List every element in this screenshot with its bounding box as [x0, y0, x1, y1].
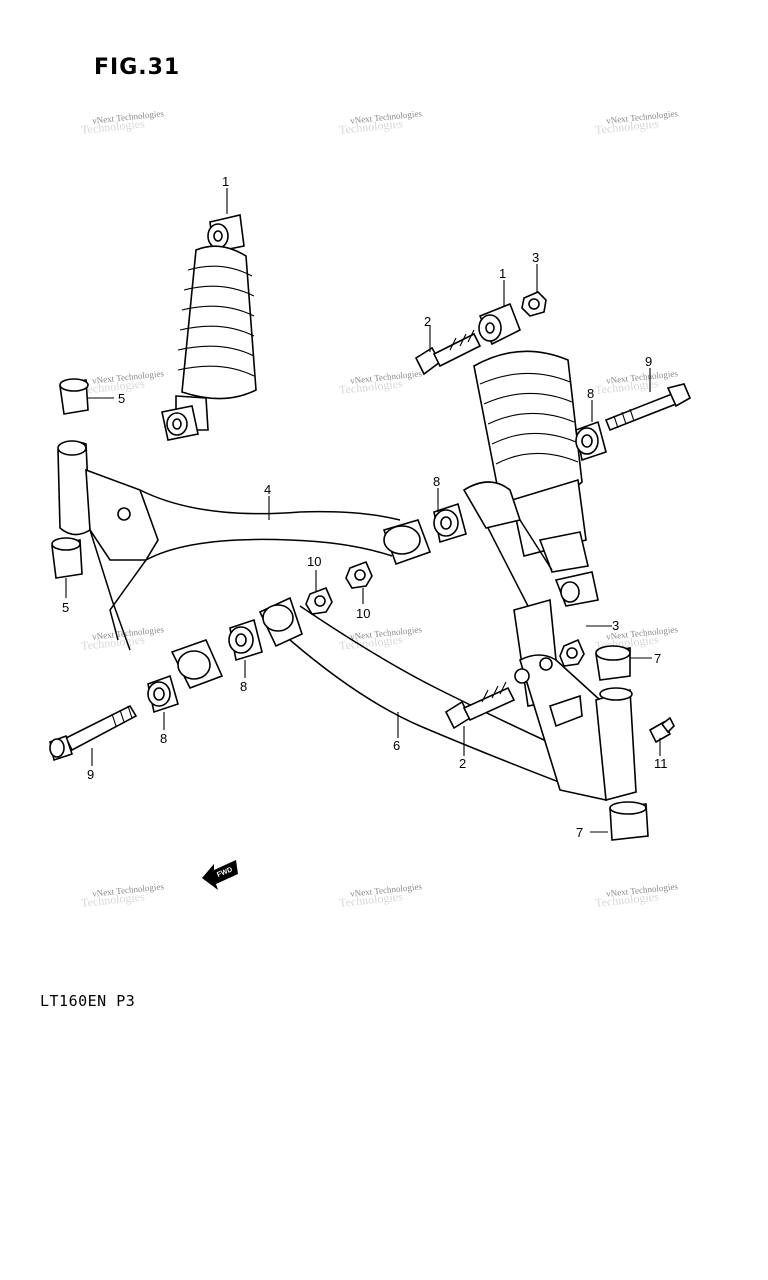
- callout-6: 6: [393, 738, 400, 753]
- callout-11: 11: [654, 756, 668, 771]
- callout-3: 3: [532, 250, 539, 265]
- model-code: LT160EN P3: [40, 992, 136, 1010]
- bushing-7-lower: [609, 801, 649, 841]
- collar-8-b: [575, 420, 607, 462]
- callout-1: 1: [499, 266, 506, 281]
- callout-10: 10: [356, 606, 370, 621]
- lower-arm: [258, 596, 637, 802]
- callout-5: 5: [62, 600, 69, 615]
- bushing-5-upper: [59, 378, 89, 415]
- bushing-5-lower: [51, 537, 83, 579]
- nut-10-a: [305, 586, 333, 615]
- bolt-9-left: [49, 704, 138, 762]
- bushing-7-upper: [595, 645, 631, 681]
- leader-lines: [65, 188, 661, 833]
- callout-8: 8: [160, 731, 167, 746]
- forward-arrow-icon: FWD: [202, 860, 238, 890]
- callouts: 1 1 2 2 3 3 4 5 5 6 7 7 8 8 8 8 9 9 10 1…: [62, 174, 668, 840]
- callout-2: 2: [424, 314, 431, 329]
- bolt-2-lower: [444, 681, 516, 730]
- callout-8: 8: [240, 679, 247, 694]
- callout-8: 8: [433, 474, 440, 489]
- collar-8-a: [433, 502, 467, 544]
- figure-title: FIG.31: [94, 55, 181, 80]
- callout-10: 10: [307, 554, 321, 569]
- bolt-upper: [414, 329, 482, 376]
- callout-7: 7: [576, 825, 583, 840]
- callout-5: 5: [118, 391, 125, 406]
- collar-8-d: [147, 674, 179, 714]
- callout-9: 9: [645, 354, 652, 369]
- collar-8-c: [228, 618, 263, 662]
- callout-8: 8: [587, 386, 594, 401]
- callout-9: 9: [87, 767, 94, 782]
- upper-arm: [57, 440, 553, 690]
- shock-absorber-right: [473, 302, 599, 607]
- nut-top: [521, 291, 547, 317]
- callout-7: 7: [654, 651, 661, 666]
- shock-absorber-left: [161, 214, 257, 441]
- callout-3: 3: [612, 618, 619, 633]
- grease-nipple: [648, 716, 675, 744]
- callout-4: 4: [264, 482, 271, 497]
- callout-1: 1: [222, 174, 229, 189]
- nut-10-b: [345, 560, 373, 589]
- bolt-9-right: [604, 383, 692, 432]
- callout-2: 2: [459, 756, 466, 771]
- nut-3-lower: [559, 638, 585, 667]
